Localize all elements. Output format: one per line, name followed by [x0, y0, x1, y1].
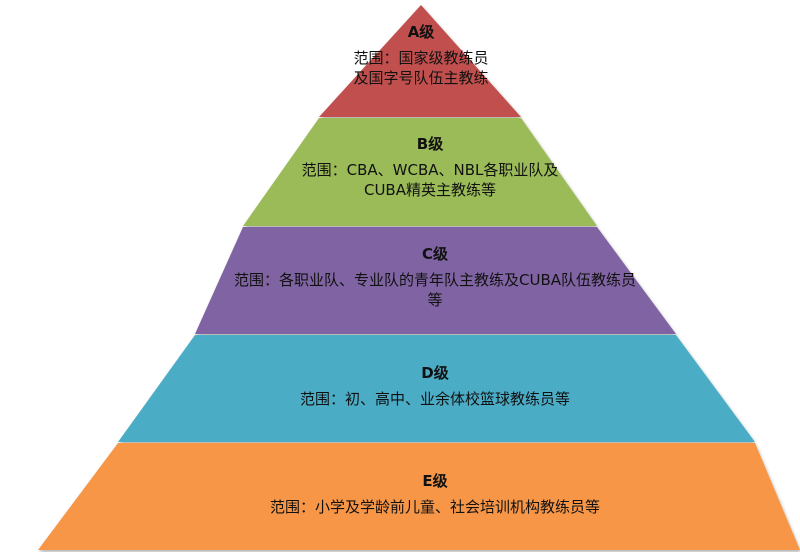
tier-c-desc-line: 等	[427, 291, 443, 309]
tier-c-desc-line: 范围：各职业队、专业队的青年队主教练及CUBA队伍教练员	[233, 271, 636, 289]
tier-c-label: C级 范围：各职业队、专业队的青年队主教练及CUBA队伍教练员 等	[180, 244, 690, 310]
tier-b-desc-line: 范围：CBA、WCBA、NBL各职业队及	[301, 161, 559, 179]
tier-b-shape	[243, 118, 597, 226]
tier-c-level: C级	[421, 245, 448, 263]
tier-d-shape	[118, 335, 755, 442]
tier-e-shape	[38, 443, 800, 550]
tier-d-label: D级 范围：初、高中、业余体校篮球教练员等	[200, 363, 670, 409]
tier-a-level: A级	[407, 23, 435, 41]
tier-a-desc-line: 范围：国家级教练员	[353, 49, 489, 67]
tier-a-shape	[319, 5, 521, 117]
tier-a-label: A级 范围：国家级教练员 及国字号队伍主教练	[321, 22, 521, 88]
tier-e-level: E级	[422, 472, 448, 490]
tier-e-label: E级 范围：小学及学龄前儿童、社会培训机构教练员等	[180, 471, 690, 517]
tier-d-level: D级	[421, 364, 449, 382]
tier-b-label: B级 范围：CBA、WCBA、NBL各职业队及 CUBA精英主教练等	[270, 134, 590, 200]
tier-b-level: B级	[416, 135, 444, 153]
tier-a-desc-line: 及国字号队伍主教练	[353, 69, 489, 87]
tier-b-desc-line: CUBA精英主教练等	[363, 181, 496, 199]
tier-d-desc-line: 范围：初、高中、业余体校篮球教练员等	[299, 390, 570, 408]
tier-c-shape	[195, 227, 676, 334]
tier-e-desc-line: 范围：小学及学龄前儿童、社会培训机构教练员等	[269, 498, 600, 516]
